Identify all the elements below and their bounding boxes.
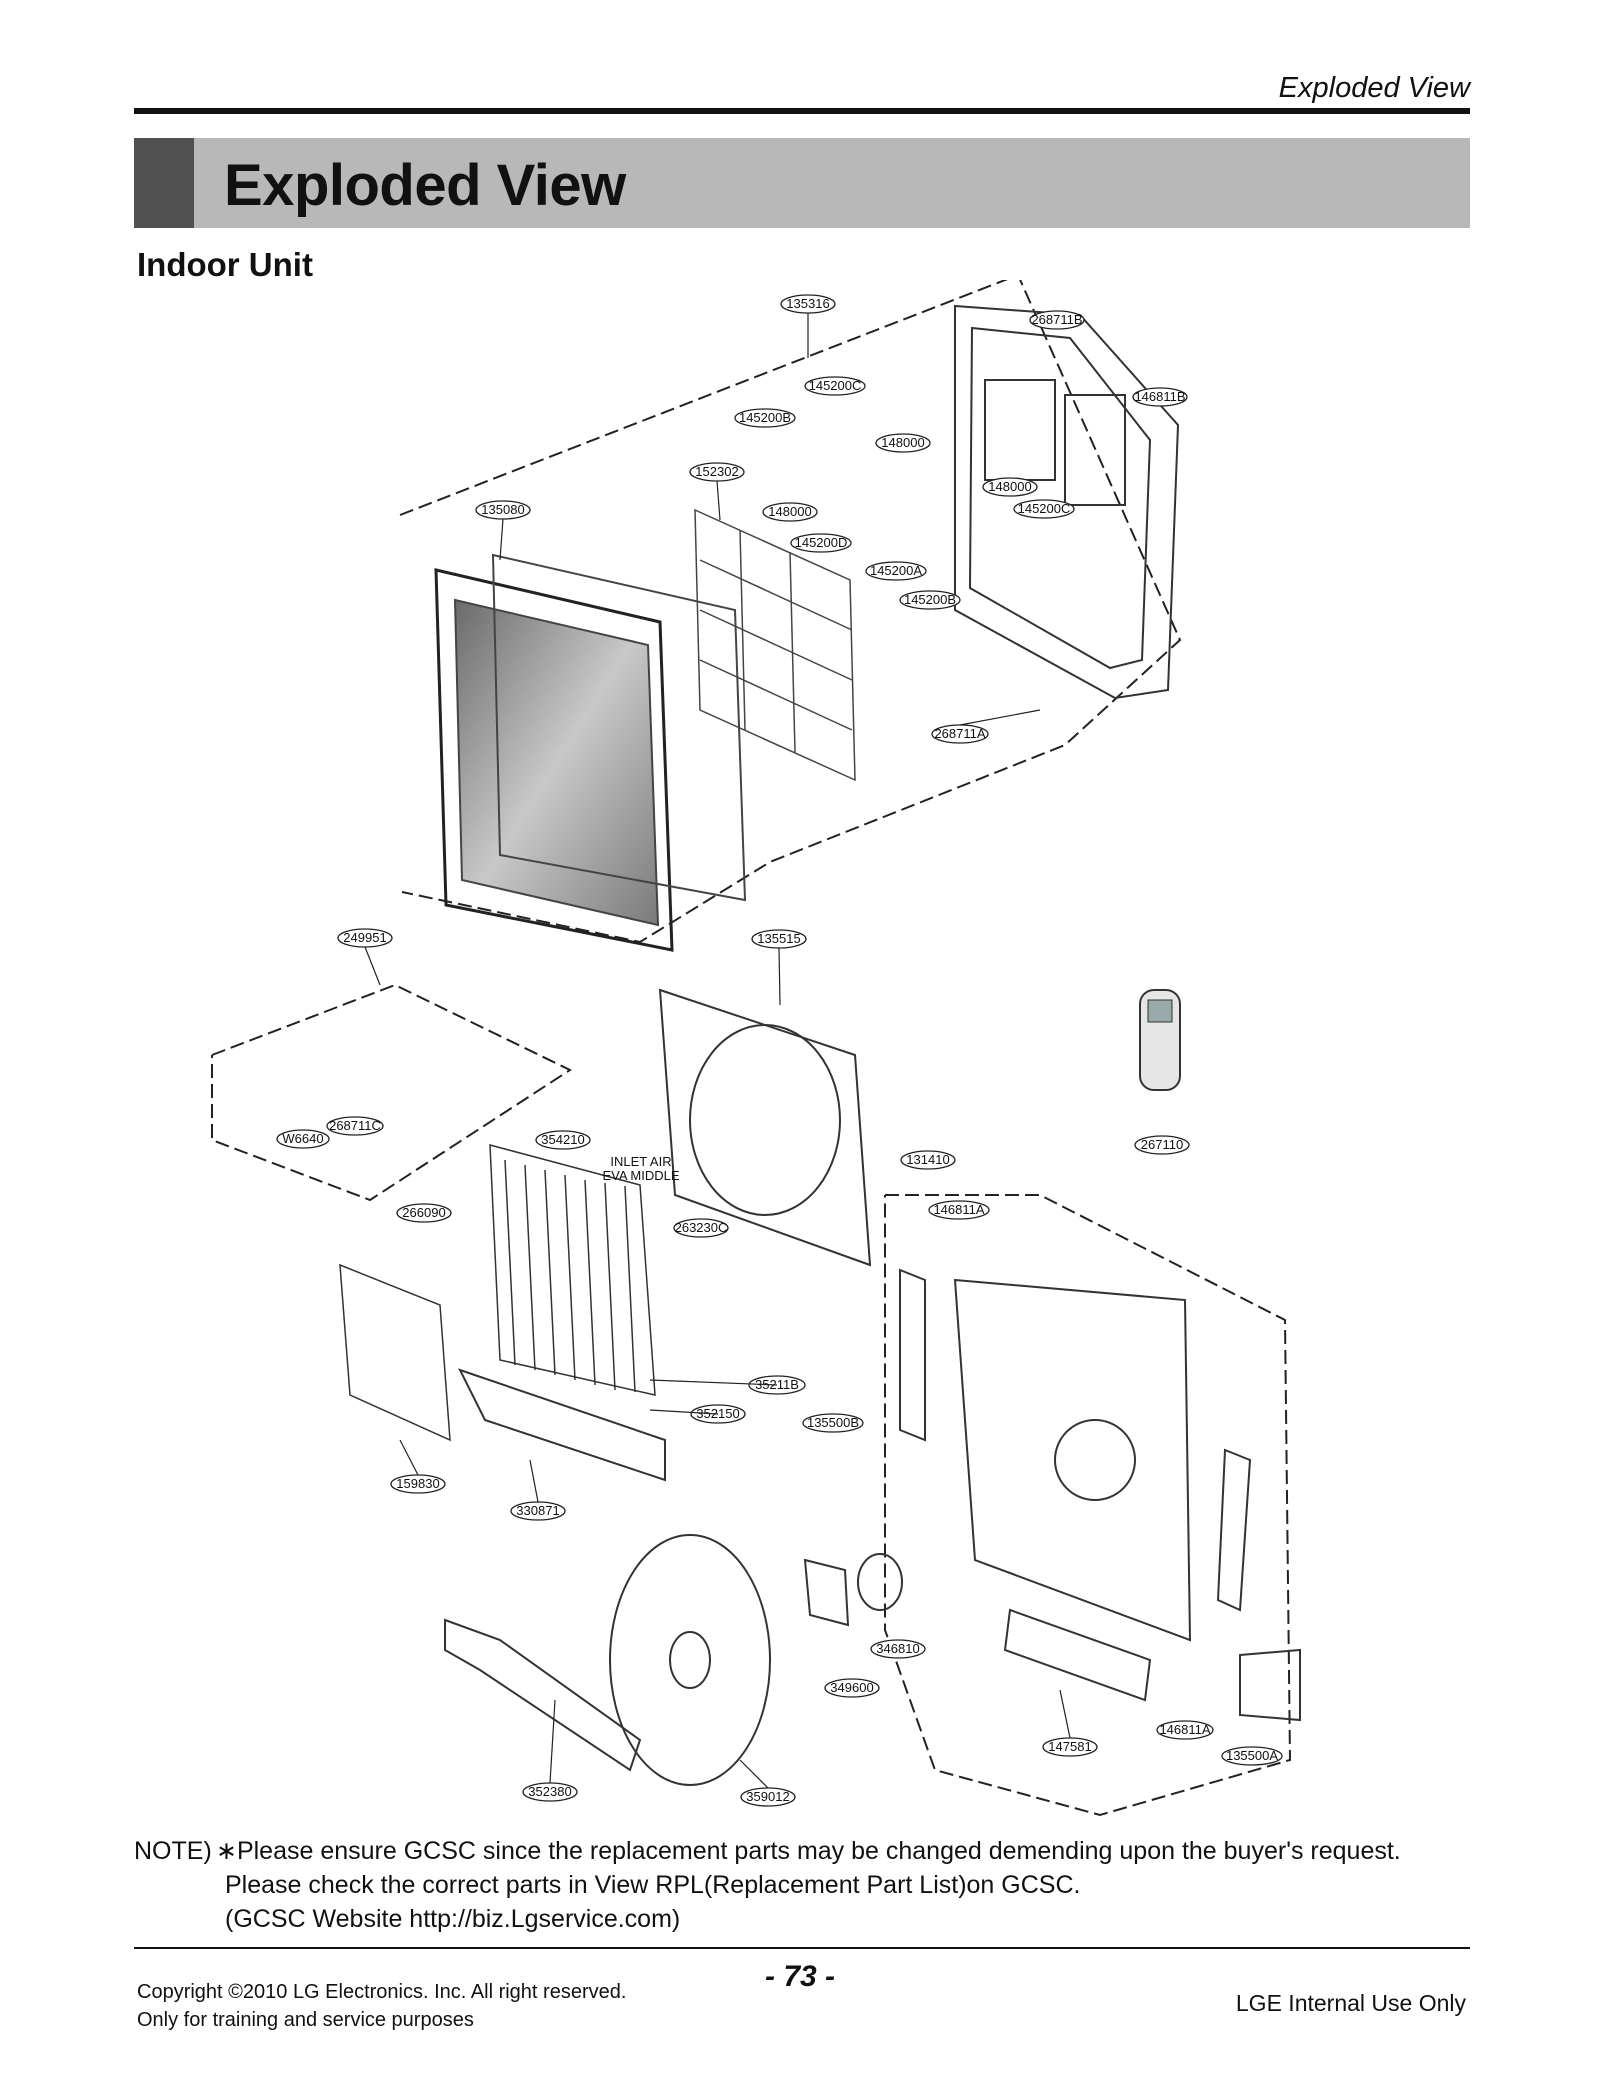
section-banner: Exploded View — [134, 138, 1470, 228]
banner-tab — [134, 138, 194, 228]
control-box-boundary — [211, 983, 573, 1202]
upper-group-boundary — [399, 280, 1182, 944]
part-label: 147581 — [1048, 1739, 1091, 1754]
part-label: 131410 — [906, 1152, 949, 1167]
note-line-1: NOTE)∗Please ensure GCSC since the repla… — [134, 1834, 1401, 1868]
part-label: W6640 — [282, 1131, 323, 1146]
note-text: ∗Please ensure GCSC since the replacemen… — [216, 1837, 1401, 1865]
leader-lines — [364, 313, 1071, 1789]
part-label: 146811A — [933, 1202, 984, 1217]
section-title: Indoor Unit — [137, 246, 313, 283]
side-heat-exchanger — [339, 1263, 451, 1442]
fan-motor — [803, 1553, 903, 1627]
part-label: 352380 — [528, 1784, 571, 1799]
note-line-2: Please check the correct parts in View R… — [225, 1871, 1081, 1899]
support-bracket — [444, 1618, 642, 1772]
part-label: 159830 — [396, 1476, 439, 1491]
part-label: 146811A — [1159, 1722, 1210, 1737]
remote-control — [1139, 989, 1181, 1091]
louver — [1003, 1608, 1152, 1702]
part-label: 330871 — [516, 1503, 559, 1518]
part-label: 145200D — [795, 535, 848, 550]
drain-pan — [458, 1368, 666, 1482]
front-panel — [434, 553, 747, 952]
part-label: 267110 — [1141, 1137, 1183, 1152]
part-label: 249951 — [343, 930, 386, 945]
part-label: 148000 — [768, 504, 811, 519]
part-label: 152302 — [695, 464, 738, 479]
side-cover — [1239, 1648, 1301, 1722]
part-label: 268711A — [934, 726, 985, 741]
part-label: 354210 — [541, 1132, 584, 1147]
page-title: Exploded View — [224, 153, 626, 218]
running-header: Exploded View — [1278, 72, 1470, 104]
evaporator-coil — [489, 1144, 656, 1396]
part-label: 268711B — [1031, 312, 1082, 327]
part-label: 349600 — [830, 1680, 873, 1695]
part-label: 359012 — [746, 1789, 789, 1804]
exploded-view-diagram: 135316 268711B 146811B 145200C 145200B 1… — [211, 280, 1301, 1817]
part-label: 135500B — [807, 1415, 859, 1430]
copyright-text: Copyright ©2010 LG Electronics. Inc. All… — [137, 1981, 627, 2003]
part-label: 145200C — [1018, 501, 1071, 516]
internal-use-label: LGE Internal Use Only — [1235, 1990, 1466, 2016]
base-chassis — [899, 1268, 1252, 1642]
bottom-rule — [134, 1947, 1470, 1949]
part-label: 268711C — [329, 1118, 381, 1133]
part-label: 135515 — [757, 931, 800, 946]
part-label: EVA MIDDLE — [602, 1168, 679, 1183]
part-label: INLET AIR — [610, 1154, 671, 1169]
part-label: 145200C — [809, 378, 862, 393]
fan-housing — [658, 988, 872, 1267]
filter-grid — [694, 508, 856, 782]
cross-flow-fan — [609, 1534, 771, 1786]
part-label: 145200B — [739, 410, 791, 425]
part-label: 146811B — [1134, 389, 1185, 404]
page-number: - 73 - — [765, 1960, 836, 1993]
training-text: Only for training and service purposes — [137, 2009, 474, 2031]
top-rule — [134, 108, 1470, 114]
copyright-block: Copyright ©2010 LG Electronics. Inc. All… — [137, 1978, 626, 2034]
part-label: 135500A — [1226, 1748, 1278, 1763]
part-label: 148000 — [988, 479, 1031, 494]
base-group-boundary — [884, 1194, 1292, 1817]
part-label: 148000 — [881, 435, 924, 450]
part-label: 266090 — [402, 1205, 445, 1220]
part-label: 263230C — [675, 1220, 728, 1235]
part-label: 145200A — [870, 563, 922, 578]
part-label: 346810 — [876, 1641, 919, 1656]
part-label: 135316 — [786, 296, 829, 311]
part-callouts — [276, 294, 1283, 1807]
note-prefix: NOTE) — [134, 1837, 212, 1865]
part-label: 145200B — [904, 592, 956, 607]
note-block: NOTE)∗Please ensure GCSC since the repla… — [134, 1834, 1401, 1936]
part-label: 135080 — [481, 502, 524, 517]
note-line-3: (GCSC Website http://biz.Lgservice.com) — [225, 1905, 681, 1933]
